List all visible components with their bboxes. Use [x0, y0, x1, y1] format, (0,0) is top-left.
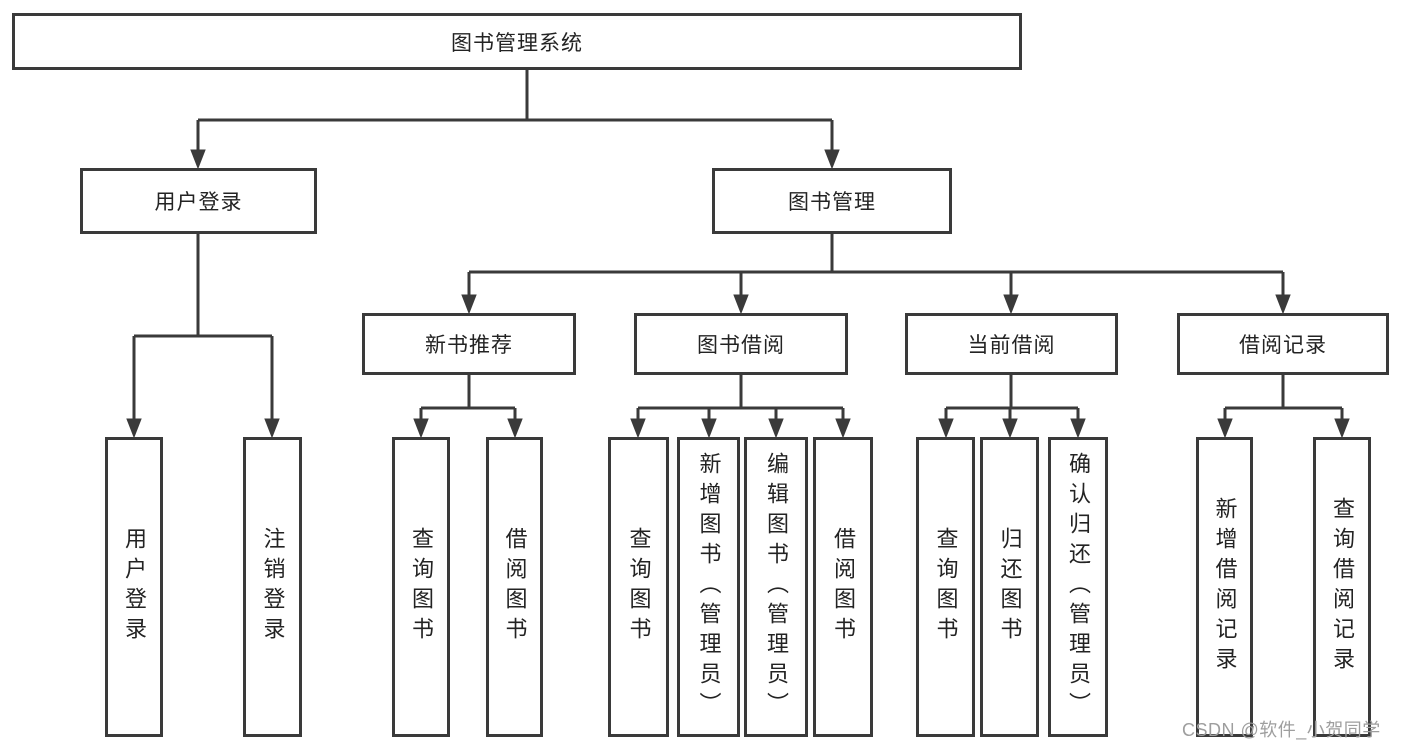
leaf-label: 查询图书 [626, 527, 652, 647]
node-book-borrow: 图书借阅 [634, 313, 848, 375]
leaf-borrow-books-recommend: 借阅图书 [486, 437, 543, 737]
leaf-add-books-admin: 新增图书（管理员） [677, 437, 740, 737]
leaf-label: 新增借阅记录 [1212, 497, 1238, 677]
leaf-label: 查询借阅记录 [1330, 497, 1355, 677]
leaf-label: 确认归还（管理员） [1066, 452, 1091, 722]
leaf-label: 注销登录 [260, 527, 286, 647]
leaf-label: 查询图书 [933, 527, 959, 647]
node-label: 当前借阅 [967, 334, 1056, 357]
node-label: 图书管理系统 [451, 31, 583, 55]
leaf-label: 借阅图书 [502, 527, 528, 647]
leaf-confirm-return-admin: 确认归还（管理员） [1048, 437, 1108, 737]
leaf-add-borrow-record: 新增借阅记录 [1196, 437, 1253, 737]
node-root-library-system: 图书管理系统 [12, 13, 1022, 70]
leaf-label: 查询图书 [409, 527, 434, 647]
leaf-query-books-recommend: 查询图书 [392, 437, 450, 737]
connector-root-to-level2 [190, 70, 840, 170]
node-borrow-records: 借阅记录 [1177, 313, 1389, 375]
connector-records-to-leaves [1217, 375, 1350, 439]
node-label: 借阅记录 [1239, 334, 1327, 357]
leaf-user-login: 用户登录 [105, 437, 163, 737]
csdn-watermark: CSDN @软件_小贺同学 [1182, 720, 1381, 740]
node-user-login: 用户登录 [80, 168, 317, 234]
leaf-return-books: 归还图书 [980, 437, 1039, 737]
leaf-label: 借阅图书 [831, 527, 856, 647]
node-label: 图书借阅 [697, 334, 785, 357]
connector-userlogin-to-leaves [126, 234, 280, 439]
leaf-edit-books-admin: 编辑图书（管理员） [744, 437, 808, 737]
leaf-query-borrow-record: 查询借阅记录 [1313, 437, 1371, 737]
leaf-query-books-borrow: 查询图书 [608, 437, 669, 737]
connector-bookborrow-to-leaves [630, 375, 851, 439]
node-current-borrow: 当前借阅 [905, 313, 1118, 375]
node-new-book-recommend: 新书推荐 [362, 313, 576, 375]
connector-currentborrow-to-leaves [938, 375, 1086, 439]
leaf-logout: 注销登录 [243, 437, 302, 737]
leaf-borrow-books: 借阅图书 [813, 437, 873, 737]
connector-bookmgmt-to-level3 [461, 234, 1291, 315]
leaf-label: 编辑图书（管理员） [764, 452, 789, 722]
node-label: 用户登录 [154, 191, 243, 214]
node-book-management: 图书管理 [712, 168, 952, 234]
connector-newbook-to-leaves [413, 375, 523, 439]
node-label: 新书推荐 [425, 334, 513, 357]
leaf-label: 新增图书（管理员） [696, 452, 722, 722]
leaf-label: 用户登录 [122, 527, 147, 647]
leaf-label: 归还图书 [997, 527, 1023, 647]
leaf-query-books-current: 查询图书 [916, 437, 975, 737]
node-label: 图书管理 [788, 191, 876, 214]
